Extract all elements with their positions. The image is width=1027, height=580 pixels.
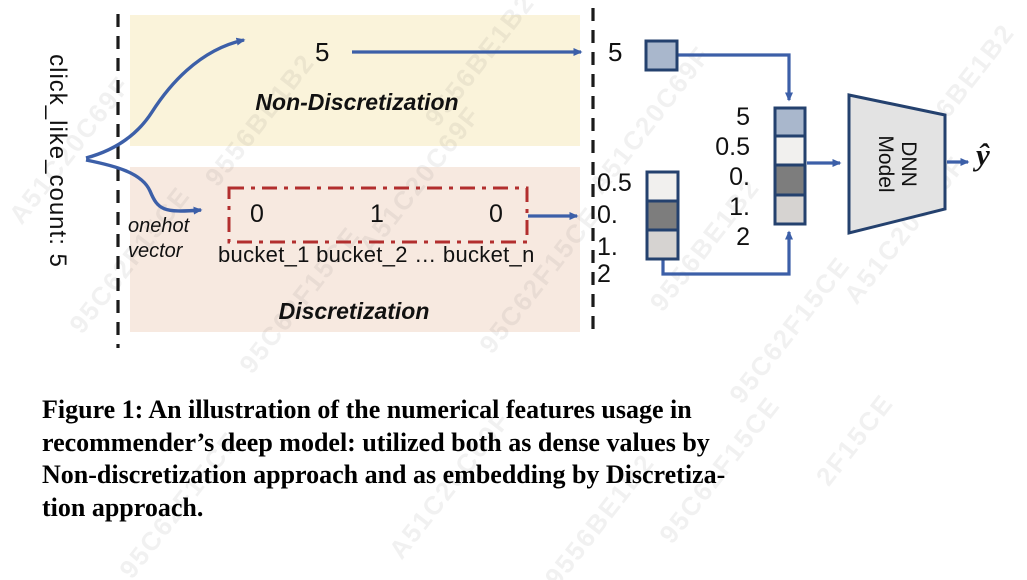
onehot-vector-box [227, 186, 529, 244]
concat-value-4: 1. [729, 193, 750, 221]
concat-value-5: 2 [736, 223, 750, 251]
discretization-title: Discretization [278, 298, 430, 324]
embedding-value-2: 0. [597, 201, 618, 229]
connector-dense-to-concat [678, 53, 793, 102]
dnn-label-line1: DNN [897, 141, 920, 187]
concat-value-2: 0.5 [715, 133, 750, 161]
onehot-value-3: 0 [489, 200, 503, 228]
bucket-labels: bucket_1 bucket_2 … bucket_n [218, 242, 535, 267]
onehot-value-1: 0 [250, 200, 264, 228]
arrow-to-non-discretization [85, 37, 246, 160]
non-discretization-region [130, 15, 580, 146]
dnn-model-trapezoid [847, 93, 947, 235]
onehot-value-2: 1 [370, 200, 384, 228]
onehot-label-line2: vector [128, 240, 183, 262]
watermark-text: 2F15CE [809, 388, 900, 492]
arrow-to-discretization [85, 158, 203, 215]
caption-line-2: recommender’s deep model: utilized both … [42, 427, 710, 457]
dense-value-text: 5 [315, 37, 330, 67]
diagram-graphics [85, 8, 970, 348]
non-discretization-title: Non-Discretization [255, 89, 459, 115]
figure-caption: Figure 1: An illustration of the numeric… [42, 394, 725, 524]
caption-line-3: Non-discretization approach and as embed… [42, 460, 726, 489]
onehot-label-line1: onehot [128, 215, 190, 237]
input-feature-label: click_like_count: 5 [44, 54, 72, 268]
concat-vector-labels: 5 0.5 0. 1. 2 [688, 102, 750, 252]
embedding-cell-3 [645, 228, 680, 261]
connector-embedding-to-concat [661, 230, 793, 276]
embedding-value-1: 0.5 [597, 169, 632, 197]
dnn-model-label: DNN Model [874, 135, 920, 192]
dense-value-cell [644, 39, 679, 72]
caption-line-4: tion approach. [42, 492, 204, 522]
onehot-vector-label: onehot vector [128, 214, 189, 264]
routed-dense-value-text: 5 [608, 37, 623, 67]
concat-cell-4 [773, 193, 807, 226]
concat-cell-3 [773, 163, 807, 197]
concat-value-3: 0. [729, 163, 750, 191]
prediction-output-label: ŷ [976, 137, 990, 172]
concat-value-1: 5 [736, 103, 750, 131]
dnn-label-line2: Model [874, 135, 897, 193]
embedding-cell-2 [645, 199, 680, 232]
concat-cell-1 [773, 106, 807, 138]
concat-cell-2 [773, 134, 807, 167]
caption-line-1: Figure 1: An illustration of the numeric… [42, 395, 692, 424]
embedding-cell-1 [645, 170, 680, 203]
discretization-region [130, 167, 580, 332]
embedding-value-3: 1. [597, 233, 618, 261]
embedding-value-4: 2 [597, 260, 611, 288]
